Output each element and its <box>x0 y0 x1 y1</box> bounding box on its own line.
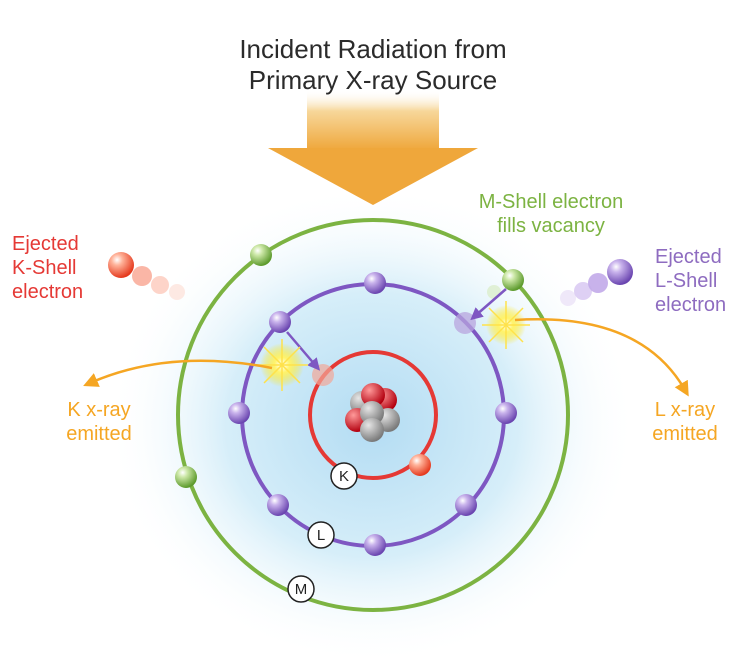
ejected-l-line-1: Ejected <box>655 245 726 269</box>
l-shell-vacancy <box>454 312 476 334</box>
l-xray-label: L x-ray emitted <box>630 398 740 446</box>
title-line-1: Incident Radiation from <box>173 34 573 65</box>
l-xray-line-2: emitted <box>630 422 740 446</box>
k-shell-electron <box>409 454 431 476</box>
ejected-k-line-1: Ejected <box>12 232 83 256</box>
ejected-l-line-2: L-Shell <box>655 269 726 293</box>
diagram-title: Incident Radiation from Primary X-ray So… <box>173 34 573 96</box>
k-xray-line-2: emitted <box>44 422 154 446</box>
ejected-l-line-3: electron <box>655 293 726 317</box>
k-xray-line-1: K x-ray <box>44 398 154 422</box>
m-fills-vacancy-label: M-Shell electron fills vacancy <box>451 190 651 238</box>
l-xray-flash <box>482 301 530 349</box>
ejected-l-label: Ejected L-Shell electron <box>655 245 726 317</box>
incident-radiation-arrow <box>268 90 478 205</box>
m-fills-line-2: fills vacancy <box>451 214 651 238</box>
ejected-k-line-3: electron <box>12 280 83 304</box>
k-xray-label: K x-ray emitted <box>44 398 154 446</box>
m-fills-line-1: M-Shell electron <box>451 190 651 214</box>
l-xray-line-1: L x-ray <box>630 398 740 422</box>
m-shell-tag: M <box>295 581 308 598</box>
k-shell-vacancy <box>312 364 334 386</box>
title-line-2: Primary X-ray Source <box>173 65 573 96</box>
ejected-k-label: Ejected K-Shell electron <box>12 232 83 304</box>
k-shell-tag: K <box>339 468 349 485</box>
ejected-k-line-2: K-Shell <box>12 256 83 280</box>
l-shell-tag: L <box>317 527 325 544</box>
